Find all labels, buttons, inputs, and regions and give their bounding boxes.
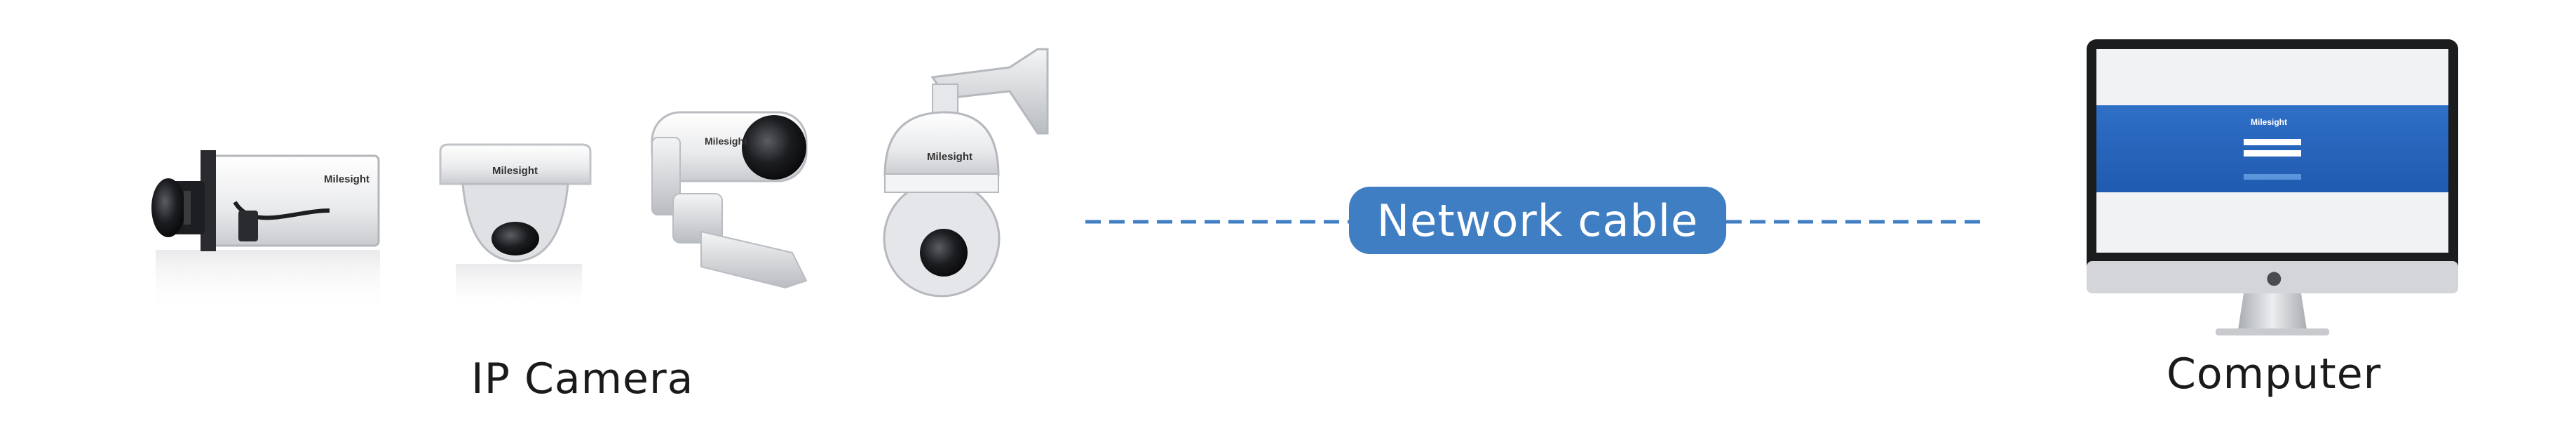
screen-username-field — [2244, 139, 2301, 145]
apple-logo-icon: ● — [2266, 267, 2282, 288]
monitor-stand — [2238, 293, 2307, 330]
ptz-bullet-mount — [651, 137, 681, 215]
dome-camera-base — [439, 143, 592, 185]
box-camera-lens — [151, 178, 185, 237]
box-camera-reflection — [156, 250, 380, 313]
speed-dome-bracket — [930, 48, 1049, 135]
speed-dome-logo: Milesight — [927, 151, 972, 163]
dome-camera-reflection — [456, 264, 582, 313]
box-camera-logo: Milesight — [324, 173, 370, 185]
dome-camera-lens — [492, 222, 539, 255]
ptz-bullet-logo: Milesight — [705, 135, 747, 147]
speed-dome-housing — [883, 111, 1000, 177]
screen-logo: Milesight — [2251, 117, 2287, 127]
screen-password-field — [2244, 150, 2301, 157]
monitor-chin — [2087, 261, 2458, 293]
network-cable-label: Network cable — [1349, 187, 1726, 254]
computer-monitor: Milesight ● — [2087, 39, 2458, 335]
box-camera-body — [209, 154, 380, 247]
dome-camera-logo: Milesight — [492, 165, 538, 177]
ptz-bullet-base — [700, 230, 808, 289]
monitor-foot — [2216, 328, 2329, 335]
box-camera-iris-ring — [184, 191, 191, 225]
ptz-bullet-arm — [672, 193, 723, 244]
ptz-bullet-camera: Milesight — [651, 111, 808, 289]
box-camera-cable — [233, 201, 330, 220]
box-camera: Milesight — [151, 150, 380, 313]
dome-camera: Milesight — [439, 143, 592, 313]
speed-dome-camera: Milesight — [883, 48, 1049, 298]
computer-label: Computer — [2167, 350, 2382, 399]
box-camera-connector — [238, 211, 258, 241]
speed-dome-band — [884, 173, 999, 193]
screen-login-button — [2244, 174, 2301, 180]
ip-camera-label: IP Camera — [471, 354, 694, 404]
network-cable-text: Network cable — [1376, 194, 1699, 246]
speed-dome-lens — [920, 229, 968, 277]
ptz-bullet-lens — [742, 115, 806, 180]
